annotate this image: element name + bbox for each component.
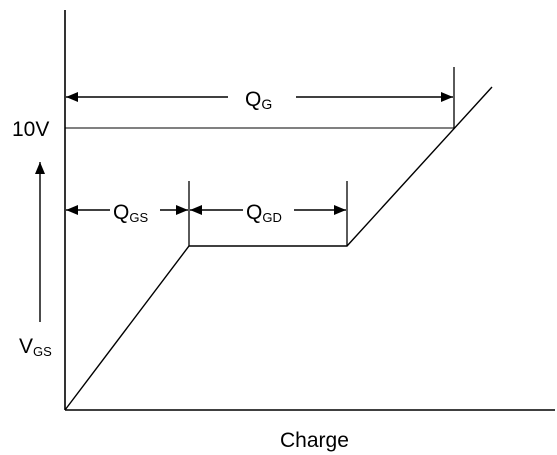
vgs-label-sub: GS <box>33 344 52 359</box>
ten-volt-label: 10V <box>12 118 49 141</box>
qg-label-main: Q <box>245 88 261 111</box>
qgd-label-main: Q <box>246 201 262 224</box>
qgs-label-main: Q <box>113 201 129 224</box>
x-axis-label: Charge <box>280 429 349 452</box>
qgd-label-sub: GD <box>262 210 282 225</box>
gate-charge-curve <box>64 86 493 411</box>
qgd-label: QGD <box>246 201 282 225</box>
vgs-label: VGS <box>19 335 52 359</box>
qg-label-sub: G <box>261 96 272 112</box>
vgs-label-main: V <box>19 335 33 358</box>
qgs-label: QGS <box>113 201 148 225</box>
qg-label: QG <box>245 88 272 112</box>
qgs-label-sub: GS <box>129 210 148 225</box>
